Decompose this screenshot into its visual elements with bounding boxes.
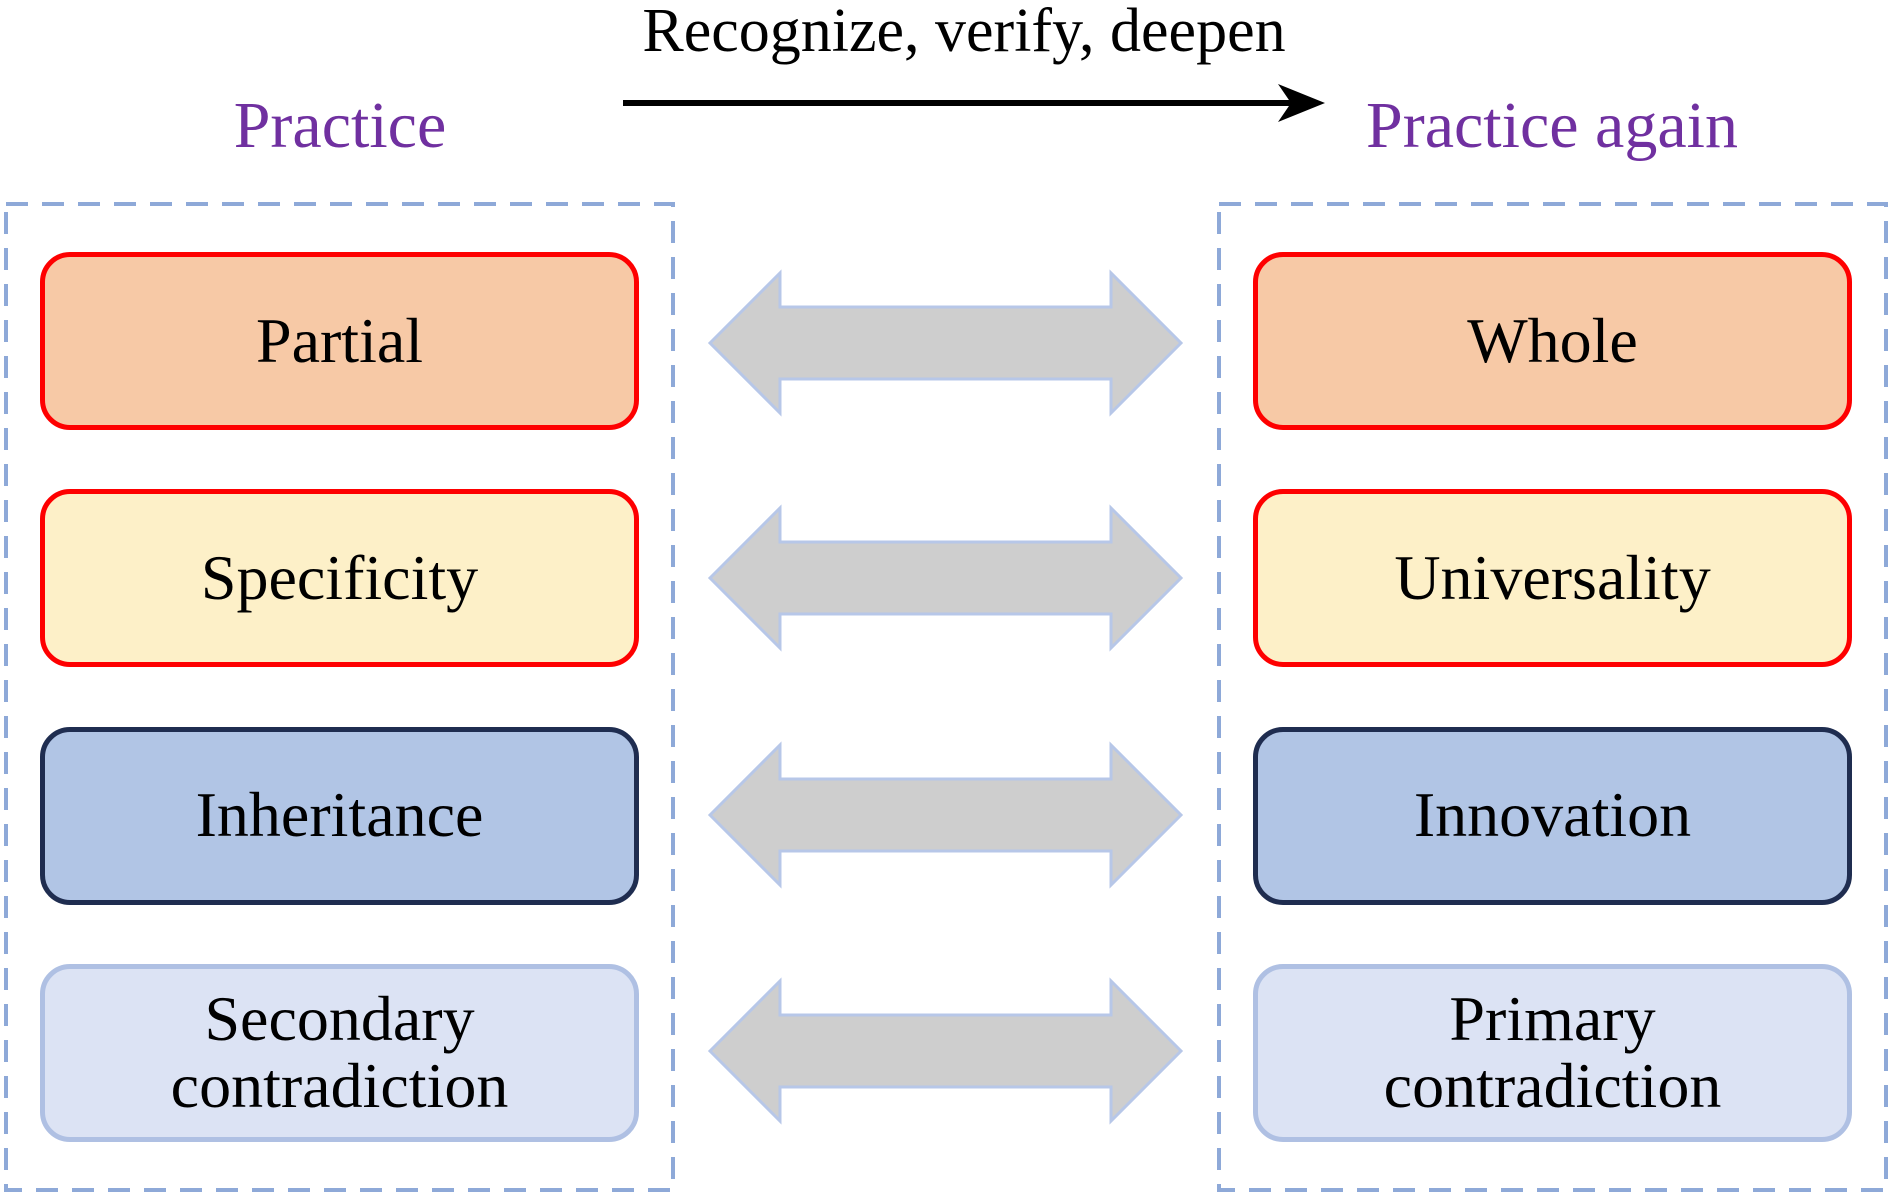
box-whole: Whole bbox=[1253, 252, 1852, 430]
top-caption: Recognize, verify, deepen bbox=[642, 0, 1286, 65]
double-arrow-row2-icon bbox=[707, 504, 1184, 652]
box-innovation: Innovation bbox=[1253, 726, 1852, 905]
box-universality: Universality bbox=[1253, 489, 1852, 668]
box-inheritance: Inheritance bbox=[40, 726, 639, 905]
practice-panel: Partial Specificity Inheritance Secondar… bbox=[4, 202, 675, 1192]
box-primary-contradiction: Primary contradiction bbox=[1253, 963, 1852, 1142]
double-arrow-row1-icon bbox=[707, 269, 1184, 417]
practice-again-panel: Whole Universality Innovation Primary co… bbox=[1217, 202, 1888, 1192]
dashed-border bbox=[1217, 202, 1888, 1192]
double-arrow-row3-icon bbox=[707, 741, 1184, 889]
recognize-arrow-icon bbox=[623, 84, 1325, 122]
dashed-border bbox=[4, 202, 675, 1192]
practice-again-label: Practice again bbox=[1366, 89, 1738, 162]
practice-label: Practice bbox=[233, 89, 447, 162]
box-secondary-contradiction: Secondary contradiction bbox=[40, 963, 639, 1142]
double-arrow-row4-icon bbox=[707, 977, 1184, 1125]
box-partial: Partial bbox=[40, 252, 639, 430]
box-specificity: Specificity bbox=[40, 489, 639, 668]
